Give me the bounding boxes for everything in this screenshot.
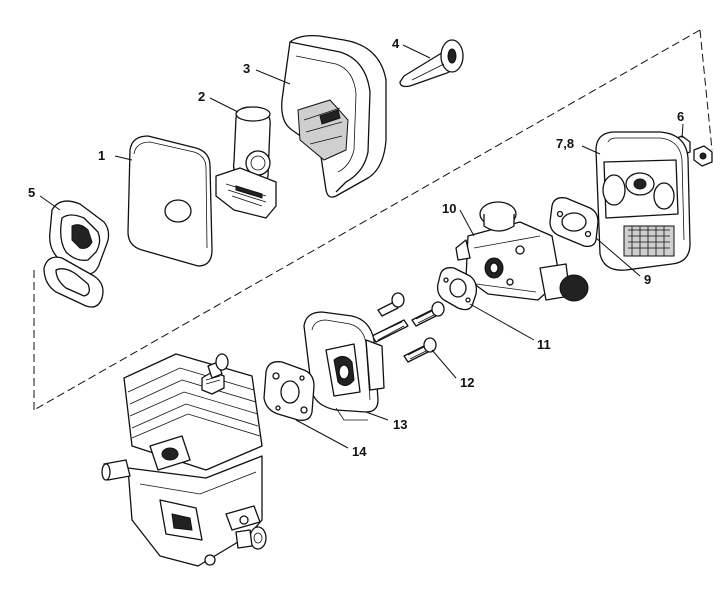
callout-labels: 1 2 3 4 5 6 7,8 9 10 11 12 13 14 [28,36,684,459]
part-14-flange-gasket [263,361,315,421]
part-12-screws [371,292,445,363]
part-11-carburetor-gasket [436,267,478,311]
callout-2: 2 [198,89,205,104]
callout-14: 14 [352,444,367,459]
part-5-spacer [43,200,110,308]
part-78-muffler [595,131,691,271]
part-3-filter-cover [281,34,387,198]
callout-7-8: 7,8 [556,136,574,151]
engine-cylinder-crankcase [101,353,267,567]
assembly-dash-line [33,29,713,411]
callout-12: 12 [460,375,474,390]
part-2-intake-elbow [215,106,277,219]
part-13-intake-flange [303,311,385,421]
callout-6: 6 [677,109,684,124]
callout-13: 13 [393,417,407,432]
part-1-air-filter [127,135,213,267]
callout-3: 3 [243,61,250,76]
callout-11: 11 [537,337,551,352]
callout-4: 4 [392,36,400,51]
callout-5: 5 [28,185,35,200]
leader-lines [39,44,684,449]
callout-9: 9 [644,272,651,287]
callout-10: 10 [442,201,456,216]
part-10-carburetor [455,201,589,302]
callout-1: 1 [98,148,105,163]
part-9-muffler-gasket [549,197,599,248]
part-4-choke-knob [399,39,464,88]
